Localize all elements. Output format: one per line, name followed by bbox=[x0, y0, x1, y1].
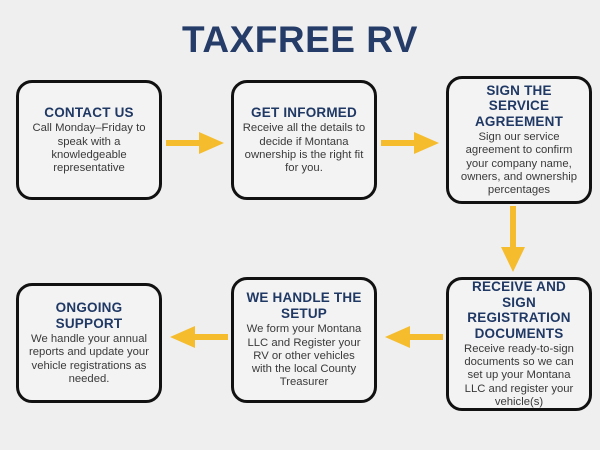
page-title: TAXFREE RV bbox=[182, 19, 418, 60]
step-box-ongoing-support: ONGOING SUPPORT We handle your annual re… bbox=[16, 283, 162, 403]
arrow-down-icon-agreement-to-registration bbox=[497, 206, 529, 272]
step-title-contact-us: CONTACT US bbox=[44, 104, 134, 120]
step-body-get-informed: Receive all the details to decide if Mon… bbox=[242, 122, 366, 174]
step-box-contact-us: CONTACT US Call Monday–Friday to speak w… bbox=[16, 80, 162, 200]
step-body-receive-and-sign-registration-documents: Receive ready-to-sign documents so we ca… bbox=[464, 343, 574, 408]
step-title-sign-service-agreement: SIGN THE SERVICE AGREEMENT bbox=[474, 82, 564, 129]
step-title-get-informed: GET INFORMED bbox=[251, 104, 357, 120]
arrow-left-icon-setup-to-support bbox=[168, 324, 228, 350]
step-box-sign-service-agreement: SIGN THE SERVICE AGREEMENT Sign our serv… bbox=[446, 76, 592, 204]
step-title-ongoing-support: ONGOING SUPPORT bbox=[55, 300, 123, 331]
step-body-sign-service-agreement: Sign our service agreement to confirm yo… bbox=[460, 131, 578, 197]
step-body-ongoing-support: We handle your annual reports and update… bbox=[29, 333, 149, 385]
step-box-get-informed: GET INFORMED Receive all the details to … bbox=[231, 80, 377, 200]
step-body-contact-us: Call Monday–Friday to speak with a knowl… bbox=[32, 122, 146, 174]
step-title-receive-and-sign-registration-documents: RECEIVE AND SIGN REGISTRATION DOCUMENTS bbox=[467, 279, 571, 341]
step-box-we-handle-the-setup: WE HANDLE THE SETUP We form your Montana… bbox=[231, 277, 377, 403]
arrow-right-icon-informed-to-agreement bbox=[381, 130, 439, 156]
arrow-left-icon-registration-to-setup bbox=[383, 324, 443, 350]
step-title-we-handle-the-setup: WE HANDLE THE SETUP bbox=[246, 290, 362, 321]
step-body-we-handle-the-setup: We form your Montana LLC and Register yo… bbox=[246, 323, 362, 389]
step-box-receive-and-sign-registration-documents: RECEIVE AND SIGN REGISTRATION DOCUMENTS … bbox=[446, 277, 592, 411]
arrow-right-icon-contact-to-informed bbox=[166, 130, 224, 156]
